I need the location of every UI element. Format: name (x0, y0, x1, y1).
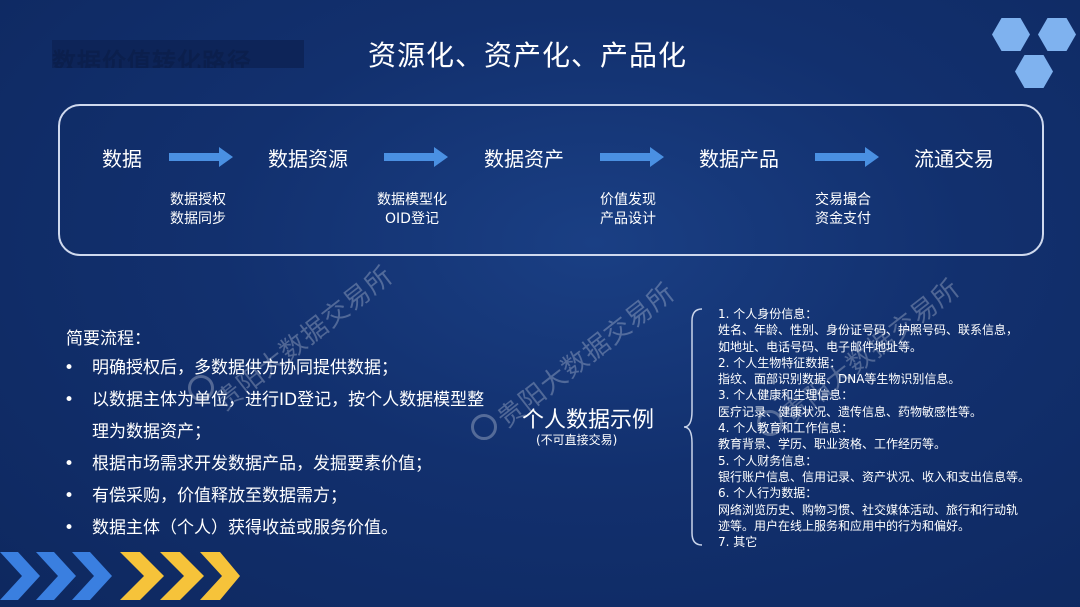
step-authorize: 数据授权 数据同步 (170, 191, 226, 229)
page-title: 资源化、资产化、产品化 (368, 39, 688, 72)
step-value: 价值发现 产品设计 (600, 191, 656, 229)
list-item: 以数据主体为单位，进行ID登记，按个人数据模型整理为数据资产； (64, 384, 487, 448)
flow-arrow-icon (169, 147, 233, 167)
info-line: 银行账户信息、信用记录、资产状况、收入和支出信息等。 (718, 469, 1031, 484)
process-list: 明确授权后，多数据供方协同提供数据； 以数据主体为单位，进行ID登记，按个人数据… (64, 352, 487, 544)
step-trade: 交易撮合 资金支付 (815, 191, 871, 229)
step-line: OID登记 (385, 211, 439, 227)
stage-data-product: 数据产品 (699, 147, 779, 171)
flow-container (58, 104, 1044, 256)
stage-data: 数据 (102, 147, 142, 171)
hexagon-icon (1038, 18, 1076, 51)
curly-brace-icon (683, 308, 703, 546)
obscured-title-text: 数据价值转化路径 (52, 48, 252, 68)
personal-data-list: 1. 个人身份信息： 姓名、年龄、性别、身份证号码、护照号码、联系信息， 如地址… (718, 306, 1063, 550)
chevron-decoration-icon (0, 552, 240, 600)
list-item: 有偿采购，价值释放至数据需方； (64, 480, 487, 512)
stage-data-asset: 数据资产 (484, 147, 564, 171)
info-line: 指纹、面部识别数据、DNA等生物识别信息。 (718, 372, 961, 387)
info-line: 3. 个人健康和生理信息： (718, 388, 854, 403)
watermark-logo-icon (471, 414, 497, 440)
process-title: 简要流程： (66, 329, 151, 349)
info-line: 迹等。用户在线上服务和应用中的行为和偏好。 (718, 518, 971, 533)
flow-arrow-icon (600, 147, 664, 167)
info-line: 医疗记录、健康状况、遗传信息、药物敏感性等。 (718, 404, 983, 419)
stage-data-resource: 数据资源 (268, 147, 348, 171)
info-line: 6. 个人行为数据： (718, 486, 818, 501)
flow-arrow-icon (815, 147, 879, 167)
hexagon-icon (992, 18, 1030, 51)
step-line: 数据模型化 (377, 192, 447, 208)
info-line: 7. 其它 (718, 535, 758, 550)
info-line: 如地址、电话号码、电子邮件地址等。 (718, 339, 923, 354)
info-line: 1. 个人身份信息： (718, 307, 818, 321)
step-line: 交易撮合 (815, 192, 871, 208)
example-note: (不可直接交易) (536, 433, 618, 447)
info-line: 4. 个人教育和工作信息： (718, 421, 854, 436)
step-line: 产品设计 (600, 211, 656, 227)
step-line: 数据授权 (170, 192, 226, 208)
flow-arrow-icon (384, 147, 448, 167)
info-line: 姓名、年龄、性别、身份证号码、护照号码、联系信息， (718, 323, 1019, 338)
obscured-title: 数据价值转化路径 (52, 40, 304, 68)
step-line: 价值发现 (600, 192, 656, 208)
list-item: 明确授权后，多数据供方协同提供数据； (64, 352, 487, 384)
info-line: 网络浏览历史、购物习惯、社交媒体活动、旅行和行动轨 (718, 502, 1019, 517)
step-line: 数据同步 (170, 211, 226, 227)
hexagon-icon (1015, 55, 1053, 88)
step-line: 资金支付 (815, 211, 871, 227)
step-model: 数据模型化 OID登记 (377, 191, 447, 229)
list-item: 根据市场需求开发数据产品，发掘要素价值； (64, 448, 487, 480)
stage-circulation-trade: 流通交易 (914, 147, 994, 171)
info-line: 教育背景、学历、职业资格、工作经历等。 (718, 437, 947, 452)
list-item: 数据主体（个人）获得收益或服务价值。 (64, 512, 487, 544)
watermark-logo-icon (757, 410, 783, 436)
watermark-logo-icon (188, 375, 214, 401)
info-line: 5. 个人财务信息： (718, 453, 818, 468)
example-label: 个人数据示例 (522, 408, 655, 433)
info-line: 2. 个人生物特征数据： (718, 355, 842, 370)
